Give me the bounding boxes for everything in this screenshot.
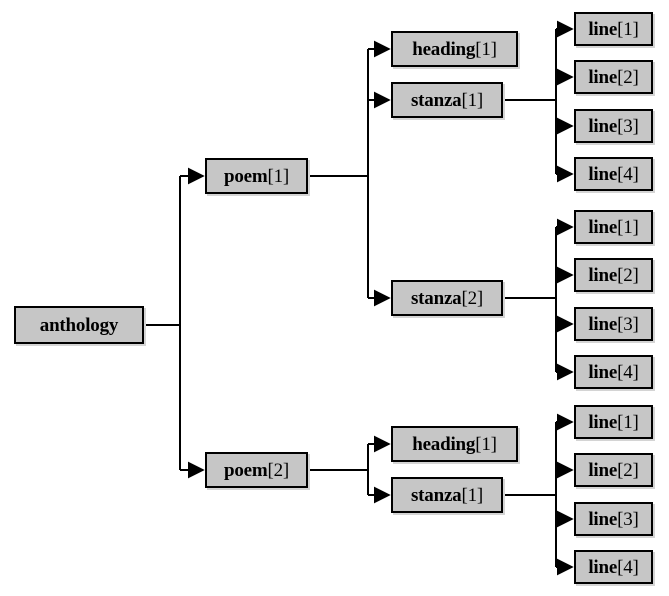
node-label: poem [223,165,268,187]
node-label: line [588,411,618,433]
node-label: line [588,264,618,286]
node-s1line3[interactable]: line[3] [574,109,653,143]
node-label: stanza [410,89,462,111]
node-poem2[interactable]: poem[2] [205,452,308,488]
node-index: [4] [617,163,639,185]
node-index: [1] [461,89,484,111]
node-index: [1] [267,165,290,187]
node-anthology[interactable]: anthology [14,306,144,344]
node-label: line [588,459,618,481]
node-p1heading1[interactable]: heading[1] [391,31,518,67]
node-index: [2] [461,287,484,309]
node-index: [2] [617,459,639,481]
node-label: line [588,115,618,137]
node-index: [2] [617,66,639,88]
node-label: stanza [410,287,462,309]
node-index: [4] [617,361,639,383]
node-label: heading [412,38,476,60]
node-s2line3[interactable]: line[3] [574,307,653,341]
node-index: [3] [617,313,639,335]
node-label: poem [223,459,268,481]
node-index: [4] [617,556,639,578]
node-s2line4[interactable]: line[4] [574,355,653,389]
node-index: [1] [475,433,497,455]
node-index: [1] [461,484,484,506]
node-index: [1] [617,18,639,40]
node-label: anthology [39,314,119,336]
node-index: [2] [617,264,639,286]
node-s3line3[interactable]: line[3] [574,502,653,536]
node-label: line [588,216,618,238]
node-s1line2[interactable]: line[2] [574,60,653,94]
node-s3line1[interactable]: line[1] [574,405,653,439]
node-p1stanza2[interactable]: stanza[2] [391,280,503,316]
node-s2line2[interactable]: line[2] [574,258,653,292]
node-index: [1] [617,411,639,433]
node-label: line [588,556,618,578]
node-s3line2[interactable]: line[2] [574,453,653,487]
node-label: line [588,361,618,383]
node-poem1[interactable]: poem[1] [205,158,308,194]
node-label: line [588,18,618,40]
node-p2stanza1[interactable]: stanza[1] [391,477,503,513]
node-p2heading1[interactable]: heading[1] [391,426,518,462]
node-p1stanza1[interactable]: stanza[1] [391,82,503,118]
node-s3line4[interactable]: line[4] [574,550,653,584]
node-s1line4[interactable]: line[4] [574,157,653,191]
node-label: line [588,313,618,335]
node-label: heading [412,433,476,455]
node-label: line [588,163,618,185]
node-label: stanza [410,484,462,506]
node-s2line1[interactable]: line[1] [574,210,653,244]
node-label: line [588,508,618,530]
node-index: [2] [267,459,290,481]
node-index: [1] [617,216,639,238]
node-index: [3] [617,115,639,137]
node-label: line [588,66,618,88]
node-index: [1] [475,38,497,60]
node-s1line1[interactable]: line[1] [574,12,653,46]
node-index: [3] [617,508,639,530]
